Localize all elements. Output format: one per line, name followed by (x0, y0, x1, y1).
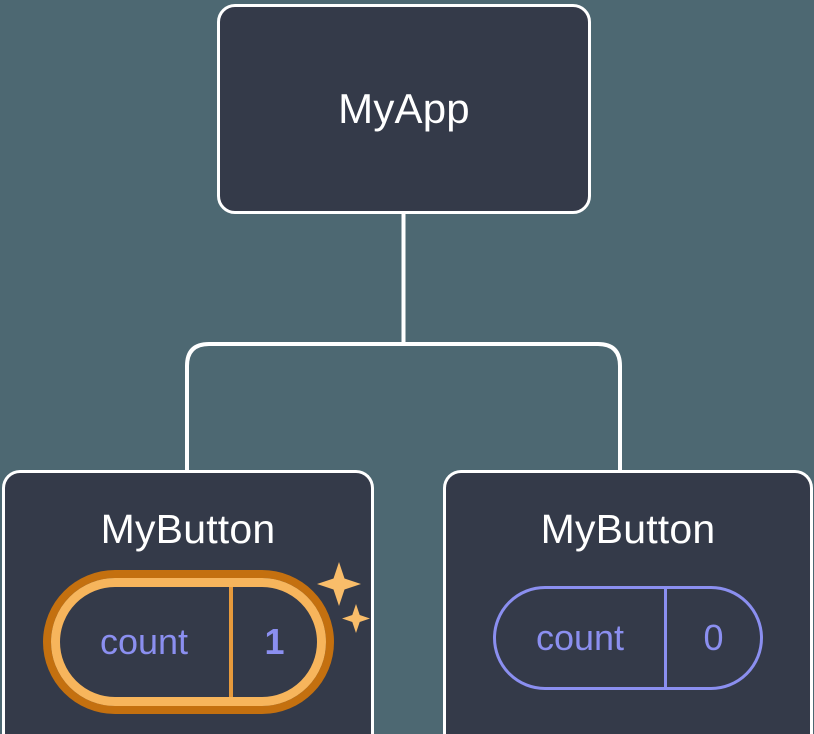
state-key-left: count (60, 587, 233, 697)
node-title-child-right: MyButton (540, 506, 716, 552)
connector-branch-bar (185, 342, 622, 472)
state-pill-wrap-left: count 1 (50, 562, 370, 706)
state-value-left: 1 (264, 621, 285, 662)
node-card-myapp[interactable]: MyApp (217, 4, 591, 214)
state-pill-wrap-right: count 0 (493, 586, 763, 690)
state-pill-count-left[interactable]: count 1 (50, 578, 326, 706)
state-key-right: count (496, 589, 667, 687)
sparkle-icon (316, 562, 370, 633)
node-card-mybutton-left[interactable]: MyButton count 1 (2, 470, 374, 734)
sparkle-large-icon (316, 562, 361, 606)
node-title-child-left: MyButton (100, 506, 276, 552)
node-title-root: MyApp (338, 85, 470, 132)
node-card-mybutton-right[interactable]: MyButton count 0 (443, 470, 813, 734)
state-pill-count-right[interactable]: count 0 (493, 586, 763, 690)
state-value-right: 0 (703, 617, 724, 658)
sparkle-small-icon (341, 604, 370, 633)
